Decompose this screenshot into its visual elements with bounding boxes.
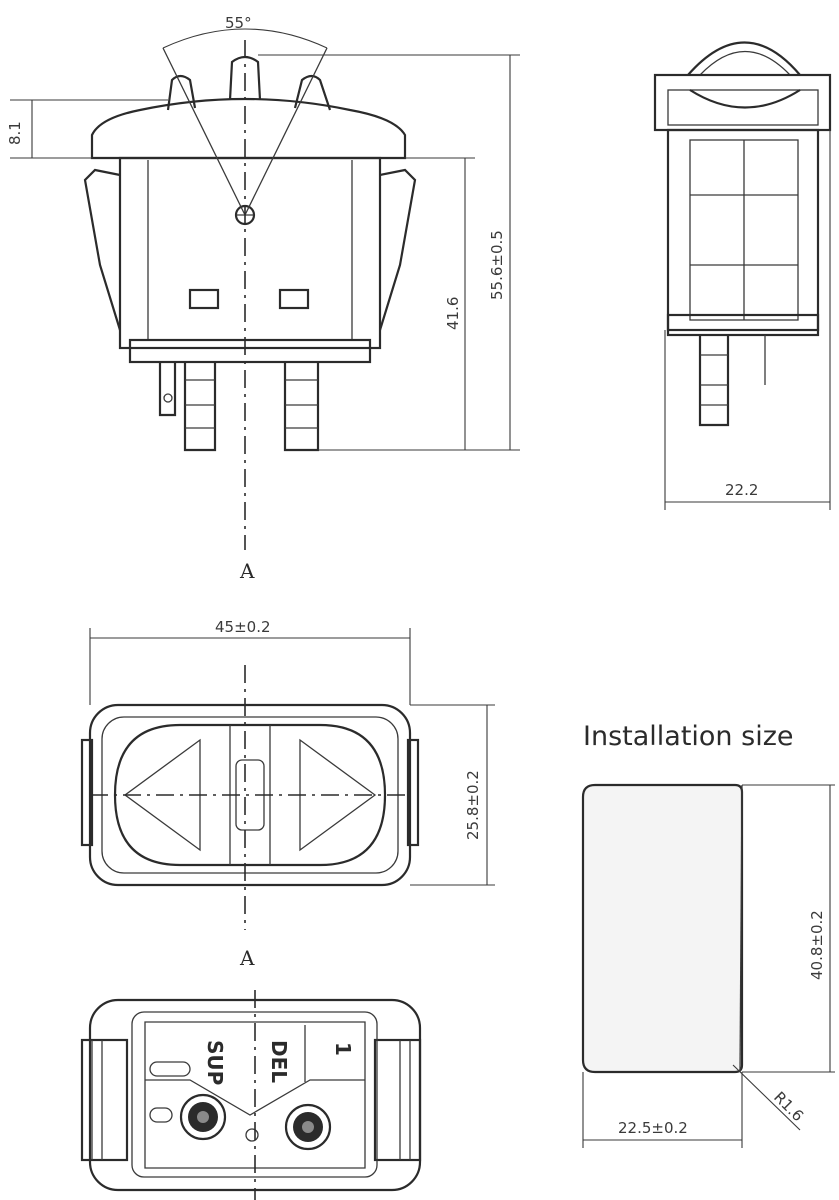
section-mark-lower: A [239,946,255,970]
installation-size-view: Installation size 40.8±0.2 22.5±0.2 R1.6 [581,721,835,1148]
front-view: 55° A 8.1 41.6 55.6±0.5 [6,14,520,583]
dim-22-5: 22.5±0.2 [618,1119,688,1137]
dim-8-1: 8.1 [6,121,24,145]
terminal-del-label: DEL [267,1040,291,1083]
dim-25-8: 25.8±0.2 [464,770,482,840]
terminal-sup-label: SUP [203,1040,227,1085]
dim-22-2: 22.2 [725,481,758,499]
section-mark-upper: A [239,559,255,583]
top-view: A 45±0.2 25.8±0.2 [80,618,495,970]
dim-40-8: 40.8±0.2 [808,910,826,980]
angle-label: 55° [225,14,252,32]
side-view: 22.2 [653,41,832,510]
dim-45: 45±0.2 [215,618,271,636]
terminal-1-label: 1 [331,1042,355,1056]
bottom-view: SUP DEL 1 [80,990,422,1200]
installation-size-title: Installation size [583,721,793,752]
dim-55-6: 55.6±0.5 [488,230,506,300]
dim-41-6: 41.6 [444,297,462,330]
